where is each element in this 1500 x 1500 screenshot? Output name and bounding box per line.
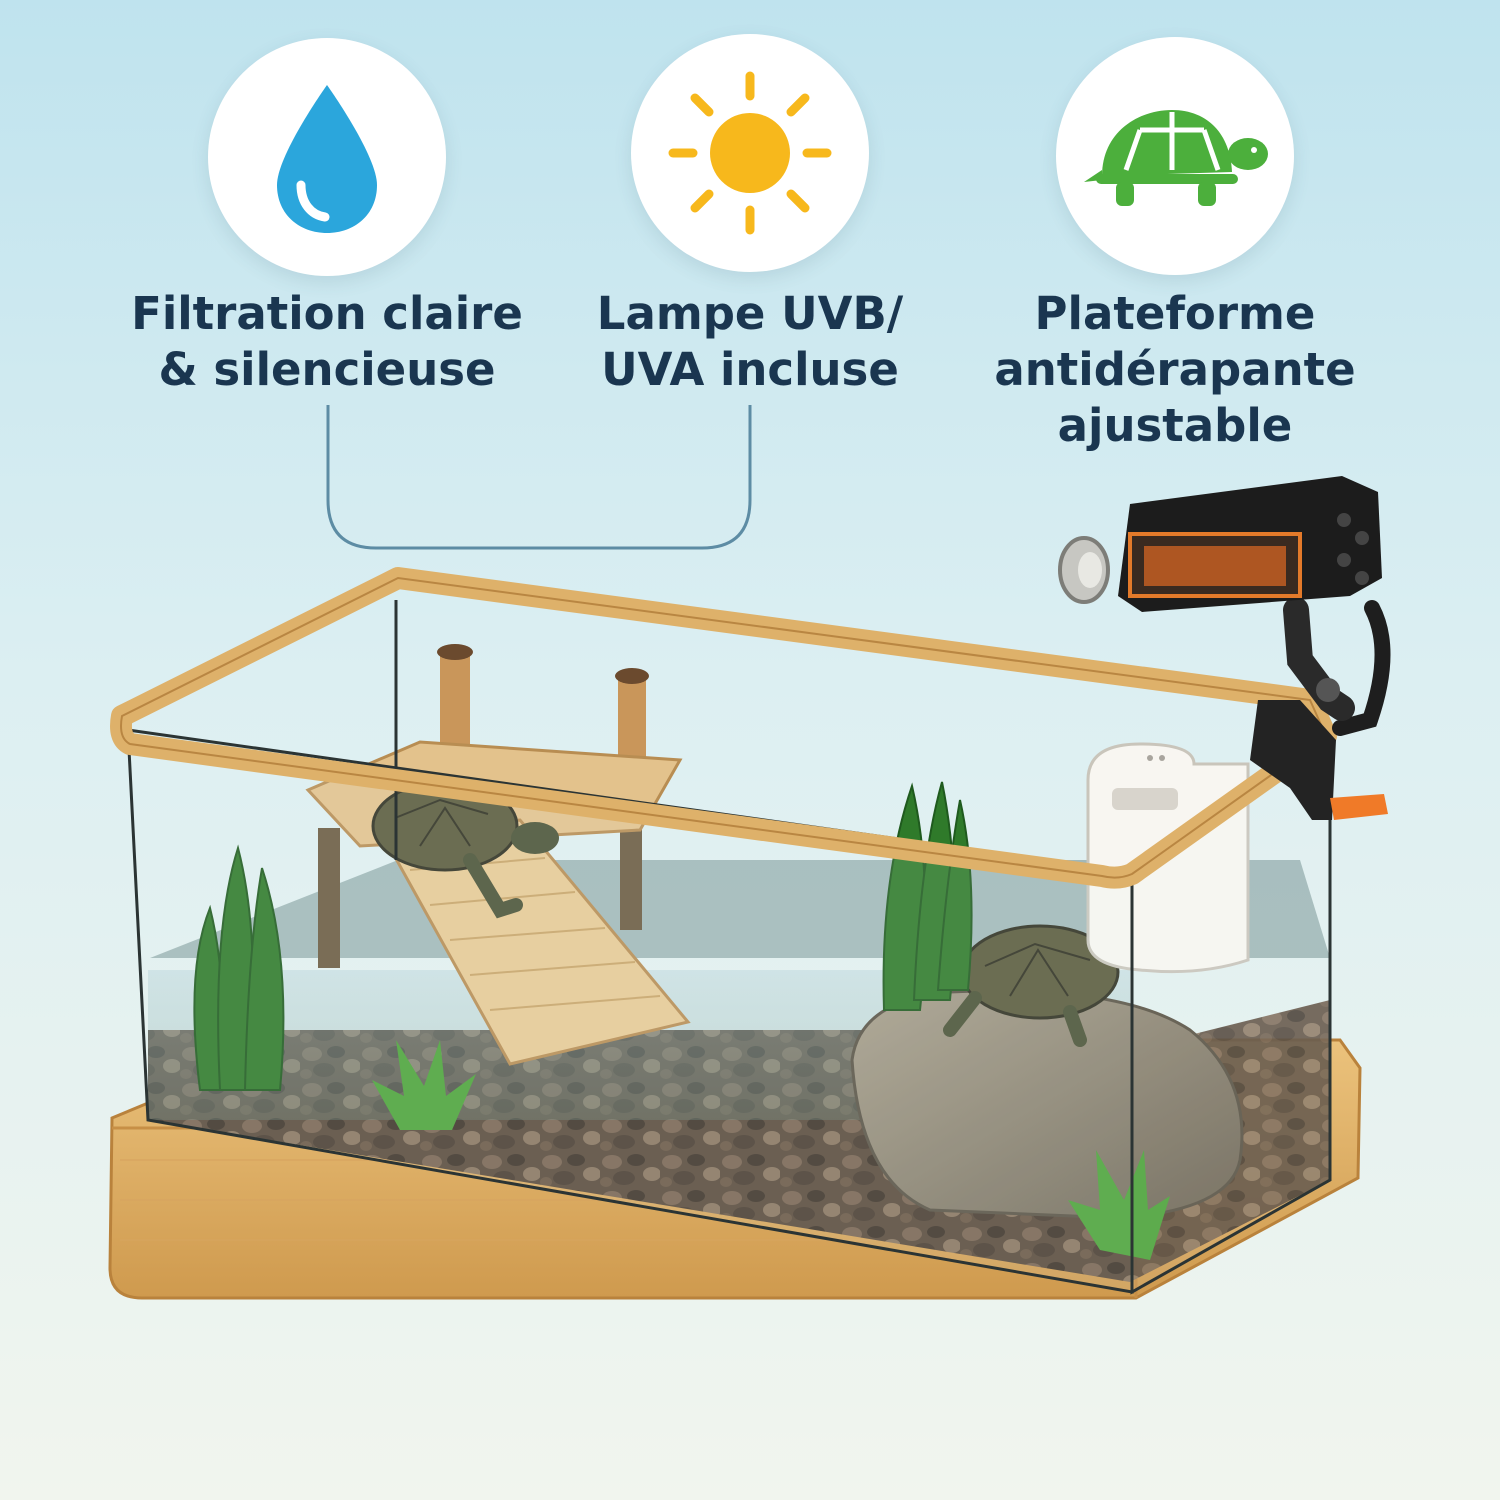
feature-label-line: Plateforme	[1034, 287, 1316, 340]
aquatic-plant-left	[193, 844, 285, 1091]
feature-label-filtration: Filtration claire & silencieuse	[112, 286, 542, 398]
feature-circle-uv-lamp	[631, 34, 869, 272]
feature-circle-filtration	[208, 38, 446, 276]
feature-label-line: ajustable	[1057, 399, 1293, 452]
feature-label-line: Lampe UVB/	[596, 287, 904, 340]
feature-circle-platform	[1056, 37, 1294, 275]
leafy-plant-right	[1068, 1150, 1170, 1260]
feature-label-line: Filtration claire	[131, 287, 523, 340]
feature-label-uv-lamp: Lampe UVB/ UVA incluse	[555, 286, 945, 398]
feature-label-line: antidérapante	[994, 343, 1356, 396]
water-drop-icon	[277, 85, 377, 233]
sun-icon	[668, 71, 832, 235]
feature-label-line: & silencieuse	[158, 343, 496, 396]
feature-label-line: UVA incluse	[601, 343, 899, 396]
feature-label-platform: Plateforme antidérapante ajustable	[965, 286, 1385, 454]
uv-lamp	[1058, 476, 1391, 820]
connector-line	[326, 405, 752, 550]
turtle-icon	[1084, 110, 1268, 206]
leafy-plant-front	[372, 1040, 476, 1130]
